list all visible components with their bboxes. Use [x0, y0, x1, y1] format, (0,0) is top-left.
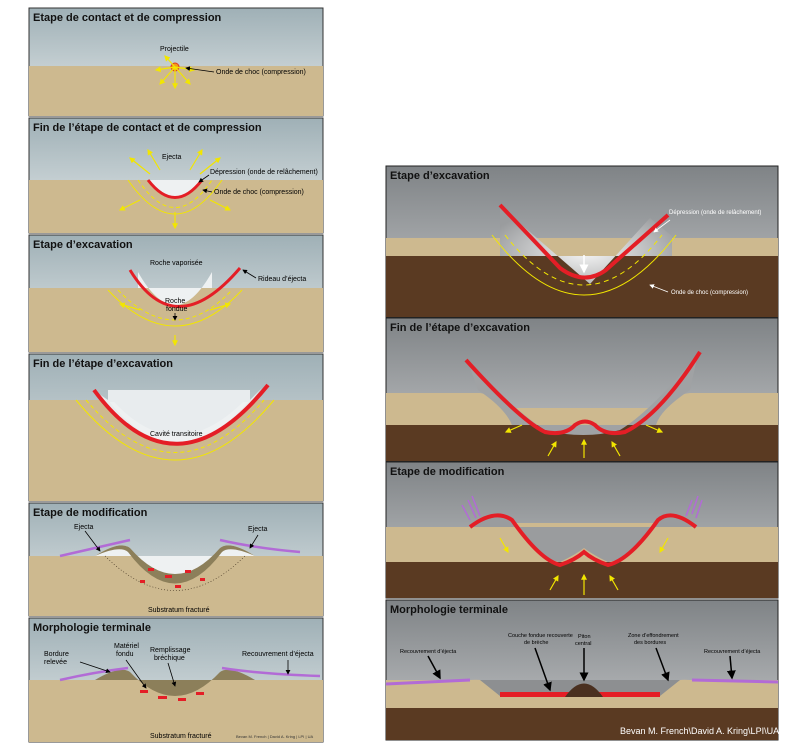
- left-panel-modification: Etape de modification Ejecta Ejecta Subs…: [28, 502, 324, 617]
- projectile-label: Projectile: [160, 46, 189, 53]
- right-panel-modification: Etape de modification: [385, 461, 779, 599]
- melt-layer-label-line1: Couche fondue recouverte: [508, 633, 573, 639]
- rim-collapse-label-line2: des bordures: [634, 640, 666, 646]
- left-panel-excavation-end: Fin de l’étape d’excavation Cavité trans…: [28, 353, 324, 502]
- right-panel3-title: Etape de modification: [390, 466, 505, 478]
- shock-wave-label: Onde de choc (compression): [216, 69, 306, 76]
- depression-label: Dépression (onde de relâchement): [210, 169, 318, 176]
- melt-label-line1: Roche: [165, 298, 185, 305]
- right-panel1-title: Etape d’excavation: [390, 170, 490, 182]
- left-panel3-title: Etape d’excavation: [33, 239, 133, 251]
- left-panel6-title: Morphologie terminale: [33, 622, 151, 634]
- right-panel4-title: Morphologie terminale: [390, 604, 508, 616]
- shock-wave-label: Onde de choc (compression): [214, 189, 304, 196]
- left-panel5-title: Etape de modification: [33, 507, 148, 519]
- melt-layer-label-line2: de brèche: [524, 640, 548, 646]
- central-peak-label-line1: Piton: [578, 634, 591, 640]
- melt-fragments: [140, 568, 205, 588]
- melt-label-line2: fondue: [166, 306, 188, 313]
- breccia-label-line1: Remplissage: [150, 647, 191, 654]
- melt-layer-fragments: [140, 690, 204, 701]
- ejecta-arrows: [118, 148, 232, 230]
- left-panel2-title: Fin de l’étape de contact et de compress…: [33, 122, 262, 134]
- rim-collapse-label-line1: Zone d’effondrement: [628, 633, 679, 639]
- left-panel4-title: Fin de l’étape d’excavation: [33, 358, 173, 370]
- ejecta-left-label: Ejecta: [74, 524, 94, 531]
- ejecta-cover-right-label: Recouvrement d’éjecta: [704, 649, 761, 655]
- left-panel-contact-end: Fin de l’étape de contact et de compress…: [28, 117, 324, 234]
- right-column: Etape d’excavation Dépression (onde de r…: [385, 165, 779, 741]
- ejecta-label: Ejecta: [162, 154, 182, 161]
- rebound-arrows: [504, 424, 664, 458]
- ejecta-cover-label: Recouvrement d’éjecta: [242, 651, 314, 658]
- left-panel-contact: Etape de contact et de compression Proje…: [28, 7, 324, 117]
- left-column: Etape de contact et de compression Proje…: [28, 7, 324, 743]
- right-panel-excavation-end: Fin de l’étape d’excavation: [385, 317, 779, 462]
- left-panel-final: Morphologie terminale Bordure relevée Ma…: [28, 617, 324, 743]
- central-peak-label-line2: central: [575, 641, 592, 647]
- ejecta-curtain-label: Rideau d’éjecta: [258, 276, 306, 283]
- substratum-label: Substratum fracturé: [150, 733, 212, 740]
- excavation-flow-arrows: [118, 302, 232, 347]
- credit-text: Bevan M. French\David A. Kring\LPI\UA: [620, 726, 779, 736]
- rim-label-line2: relevée: [44, 659, 67, 666]
- credit-text: Bevan M. French | David A. Kring | LPI |…: [236, 734, 313, 739]
- right-panel-final: Morphologie terminale Recouvrement d’éje…: [385, 599, 779, 741]
- ejecta-right-label: Ejecta: [248, 526, 268, 533]
- shock-wave-label: Onde de choc (compression): [671, 290, 748, 296]
- vaporized-rock-label: Roche vaporisée: [150, 260, 203, 267]
- ejecta-cover-left-label: Recouvrement d’éjecta: [400, 649, 457, 655]
- melt-material-label-line1: Matériel: [114, 643, 139, 650]
- breccia-label-line2: bréchique: [154, 655, 185, 662]
- melt-material-label-line2: fondu: [116, 651, 134, 658]
- left-panel1-title: Etape de contact et de compression: [33, 12, 222, 24]
- right-panel-excavation: Etape d’excavation Dépression (onde de r…: [385, 165, 779, 318]
- depression-label: Dépression (onde de relâchement): [669, 210, 761, 216]
- modification-arrows: [499, 537, 669, 595]
- rim-label-line1: Bordure: [44, 651, 69, 658]
- right-panel2-title: Fin de l’étape d’excavation: [390, 322, 530, 334]
- shock-arrows: [154, 55, 196, 90]
- transient-cavity-label: Cavité transitoire: [150, 431, 203, 438]
- substratum-label: Substratum fracturé: [148, 607, 210, 614]
- left-panel-excavation: Etape d’excavation Roche vaporisée Ridea…: [28, 234, 324, 353]
